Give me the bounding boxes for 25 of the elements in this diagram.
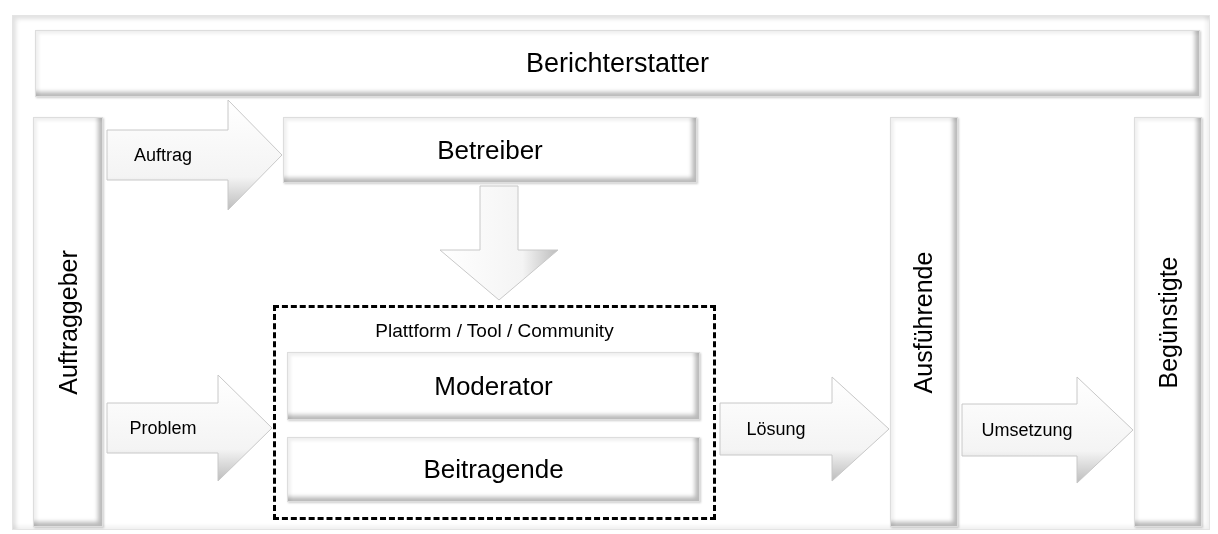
role-label: Ausführende <box>909 251 939 393</box>
block-arrow <box>719 376 890 482</box>
block-arrow <box>106 374 273 482</box>
role-label: Berichterstatter <box>525 48 710 79</box>
edge-label: Problem <box>129 417 197 439</box>
role-bar <box>35 30 1200 97</box>
dashed-group-frame <box>273 305 716 520</box>
edge-label: Umsetzung <box>981 419 1073 441</box>
block-arrow <box>439 185 559 301</box>
role-label: Betreiber <box>437 134 543 166</box>
role-label: Beitragende <box>423 454 564 485</box>
block-arrow <box>106 99 283 211</box>
role-bar <box>287 352 700 420</box>
role-bar <box>283 117 697 183</box>
vertical-role-bar <box>1134 117 1202 527</box>
vertical-role-bar <box>33 117 103 527</box>
group-title: Plattform / Tool / Community <box>374 320 615 342</box>
block-arrow <box>961 376 1134 484</box>
role-bar <box>287 437 700 502</box>
role-label: Begünstigte <box>1153 256 1183 388</box>
vertical-role-bar <box>890 117 958 527</box>
edge-label: Lösung <box>746 418 806 440</box>
role-label: Auftraggeber <box>53 249 83 395</box>
role-label: Moderator <box>434 370 553 402</box>
edge-label: Auftrag <box>134 144 192 166</box>
